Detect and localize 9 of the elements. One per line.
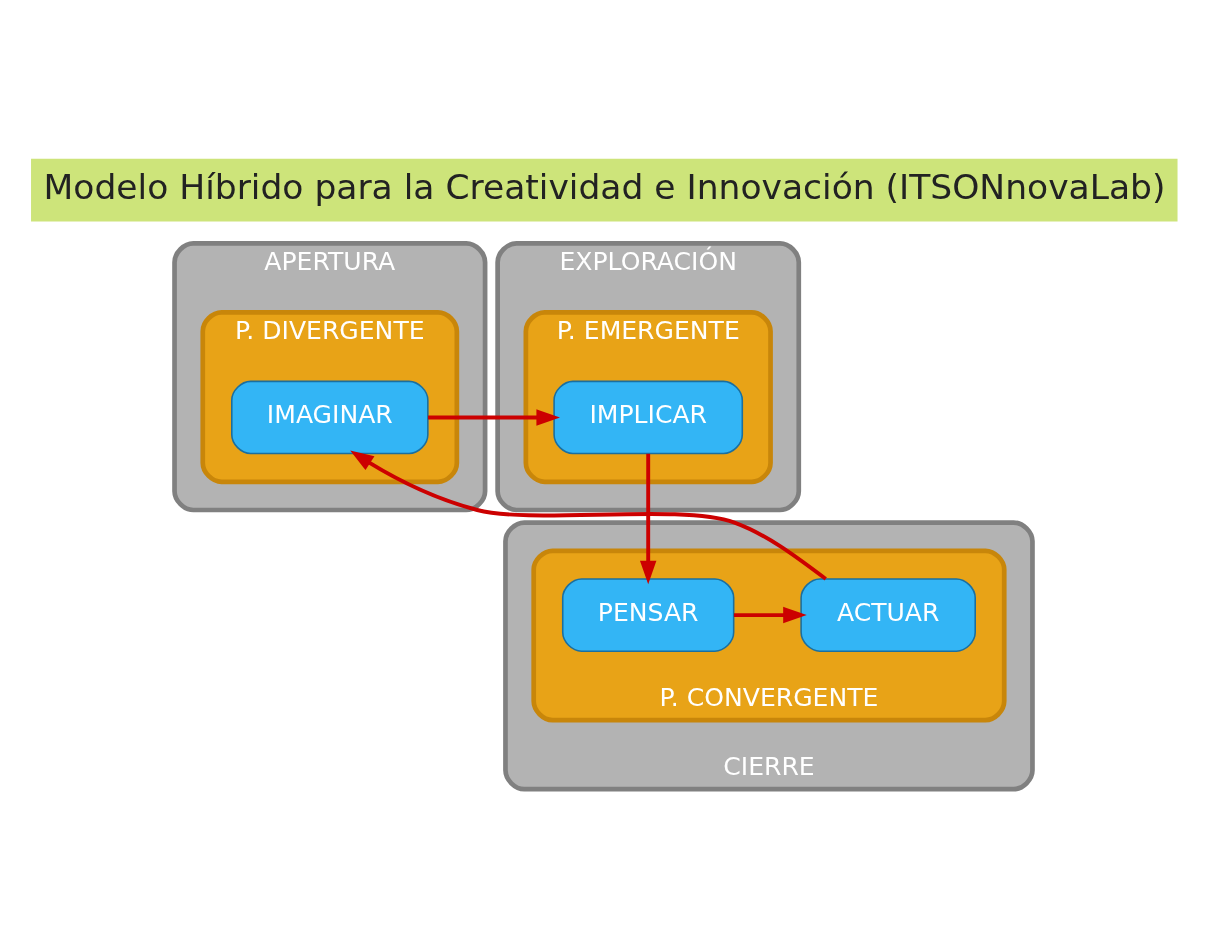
- node-box: ACTUAR: [800, 578, 976, 652]
- arrow: [428, 409, 560, 426]
- arrow: [350, 450, 827, 581]
- node-box: IMAGINAR: [231, 380, 429, 455]
- diagram-title: Modelo Híbrido para la Creatividad e Innovación (ITSONnovaLab): [43, 166, 1166, 207]
- arrow: [733, 606, 807, 624]
- node-box: PENSAR: [561, 578, 735, 652]
- node-box: IMPLICAR: [553, 380, 744, 455]
- arrow: [639, 453, 657, 585]
